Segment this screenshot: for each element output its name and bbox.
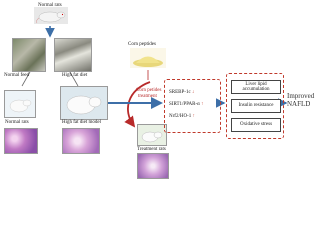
label-treatment-line1: Corn petides <box>136 88 162 93</box>
effect-insulin-resistance: Insulin resistance <box>231 99 281 113</box>
label-corn-peptides: Corn peptides <box>128 42 156 47</box>
histology-treatment <box>137 153 169 179</box>
photo-high-fat-model-rat <box>60 86 108 120</box>
label-high-fat-diet: High fat diet <box>62 73 88 78</box>
curved-treatment-arrow <box>124 81 151 128</box>
pathway-box: SREBP-1c ↓ SIRT1/PPAR-α ↑ Nrf2/HO-1 ↑ <box>164 79 221 133</box>
label-treatment-rats: Treatment rats <box>137 147 166 152</box>
rat-icon <box>141 131 163 143</box>
pathway-text: SREBP-1c <box>169 90 191 95</box>
label-normal-rats-bottom: Normal rats <box>5 120 29 125</box>
up-arrow-icon: ↑ <box>201 102 204 107</box>
powder-icon <box>133 56 163 67</box>
effect-lipid-accumulation: Liver lipid accumulation <box>231 80 281 94</box>
pathway-sirt1: SIRT1/PPAR-α ↑ <box>169 102 204 107</box>
connector-layer <box>21 26 288 141</box>
outcome-line1: Improved <box>287 92 315 100</box>
histology-normal <box>4 128 38 154</box>
arrow-feed-to-model <box>69 71 79 87</box>
down-arrow-icon: ↓ <box>191 90 195 95</box>
photo-normal-feed <box>12 38 46 72</box>
label-normal-feed: Normal feed <box>4 73 30 78</box>
photo-normal-rat-top <box>34 7 68 24</box>
up-arrow-icon: ↑ <box>192 114 195 119</box>
label-treatment-line2: treatment <box>138 94 157 99</box>
effects-box: Liver lipid accumulation Insulin resista… <box>226 73 284 139</box>
outcome-line2: NAFLD <box>287 100 311 109</box>
photo-normal-rat <box>4 90 36 118</box>
photo-high-fat-diet <box>54 38 92 72</box>
rat-icon <box>36 11 66 24</box>
rat-icon <box>66 95 102 115</box>
pathway-text: Nrf2/HO-1 <box>169 114 192 119</box>
outcome-text: Improved NAFLD <box>287 92 331 108</box>
rat-icon <box>9 99 32 113</box>
pathway-nrf2: Nrf2/HO-1 ↑ <box>169 114 195 119</box>
histology-high-fat <box>62 128 100 154</box>
label-high-fat-diet-model: High fat diet model <box>62 120 102 125</box>
label-normal-rats-top: Normal rats <box>38 3 62 8</box>
pathway-srebp: SREBP-1c ↓ <box>169 90 194 95</box>
photo-corn-peptides <box>130 48 166 68</box>
photo-treatment-rat <box>137 124 167 146</box>
pathway-text: SIRT1/PPAR-α <box>169 102 200 107</box>
effect-oxidative-stress: Oxidative stress <box>231 118 281 132</box>
arrow-feed-to-normal <box>21 71 31 87</box>
